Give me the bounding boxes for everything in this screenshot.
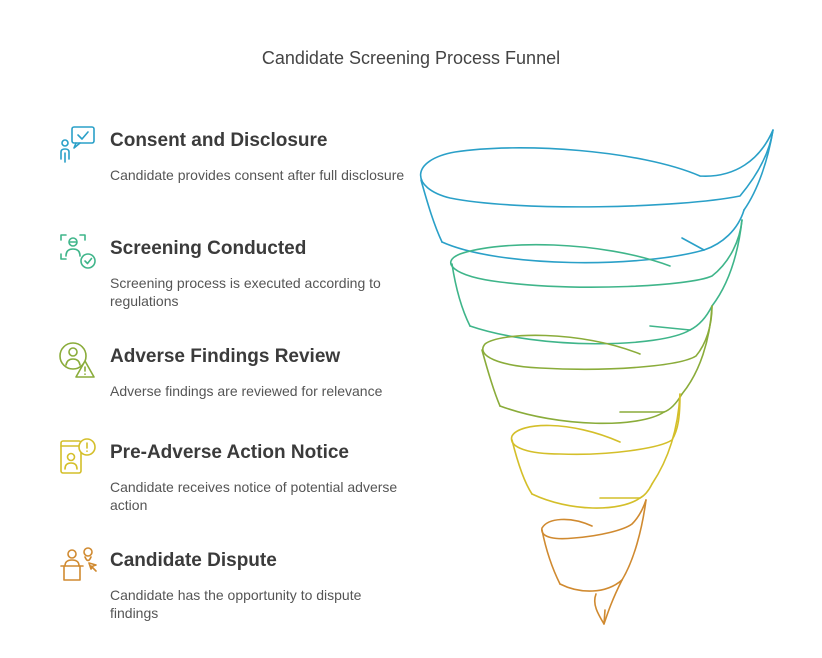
- funnel-graphic: [415, 122, 785, 632]
- funnel-layer-screening: [449, 219, 743, 345]
- warning-person-icon: [58, 340, 98, 380]
- step-heading: Adverse Findings Review: [110, 346, 341, 367]
- consent-chat-icon: [58, 124, 98, 164]
- screening-check-icon: [58, 232, 98, 272]
- step-description: Candidate has the opportunity to dispute…: [110, 587, 362, 621]
- step-description: Candidate receives notice of potential a…: [110, 479, 398, 513]
- funnel-layer-consent: [419, 129, 774, 264]
- funnel-layer-dispute: [541, 499, 647, 625]
- step-heading: Consent and Disclosure: [110, 130, 328, 151]
- notice-alert-icon: [58, 436, 98, 476]
- step-description: Adverse findings are reviewed for releva…: [110, 383, 383, 399]
- step-heading: Pre-Adverse Action Notice: [110, 442, 349, 463]
- dispute-podium-icon: [58, 544, 98, 584]
- step-description: Screening process is executed according …: [110, 275, 381, 309]
- step-heading: Screening Conducted: [110, 238, 307, 259]
- funnel-layer-adverse-review: [481, 305, 713, 425]
- step-heading: Candidate Dispute: [110, 550, 277, 571]
- page-title: Candidate Screening Process Funnel: [261, 48, 561, 68]
- funnel-layer-notice: [510, 393, 681, 509]
- step-description: Candidate provides consent after full di…: [110, 167, 405, 183]
